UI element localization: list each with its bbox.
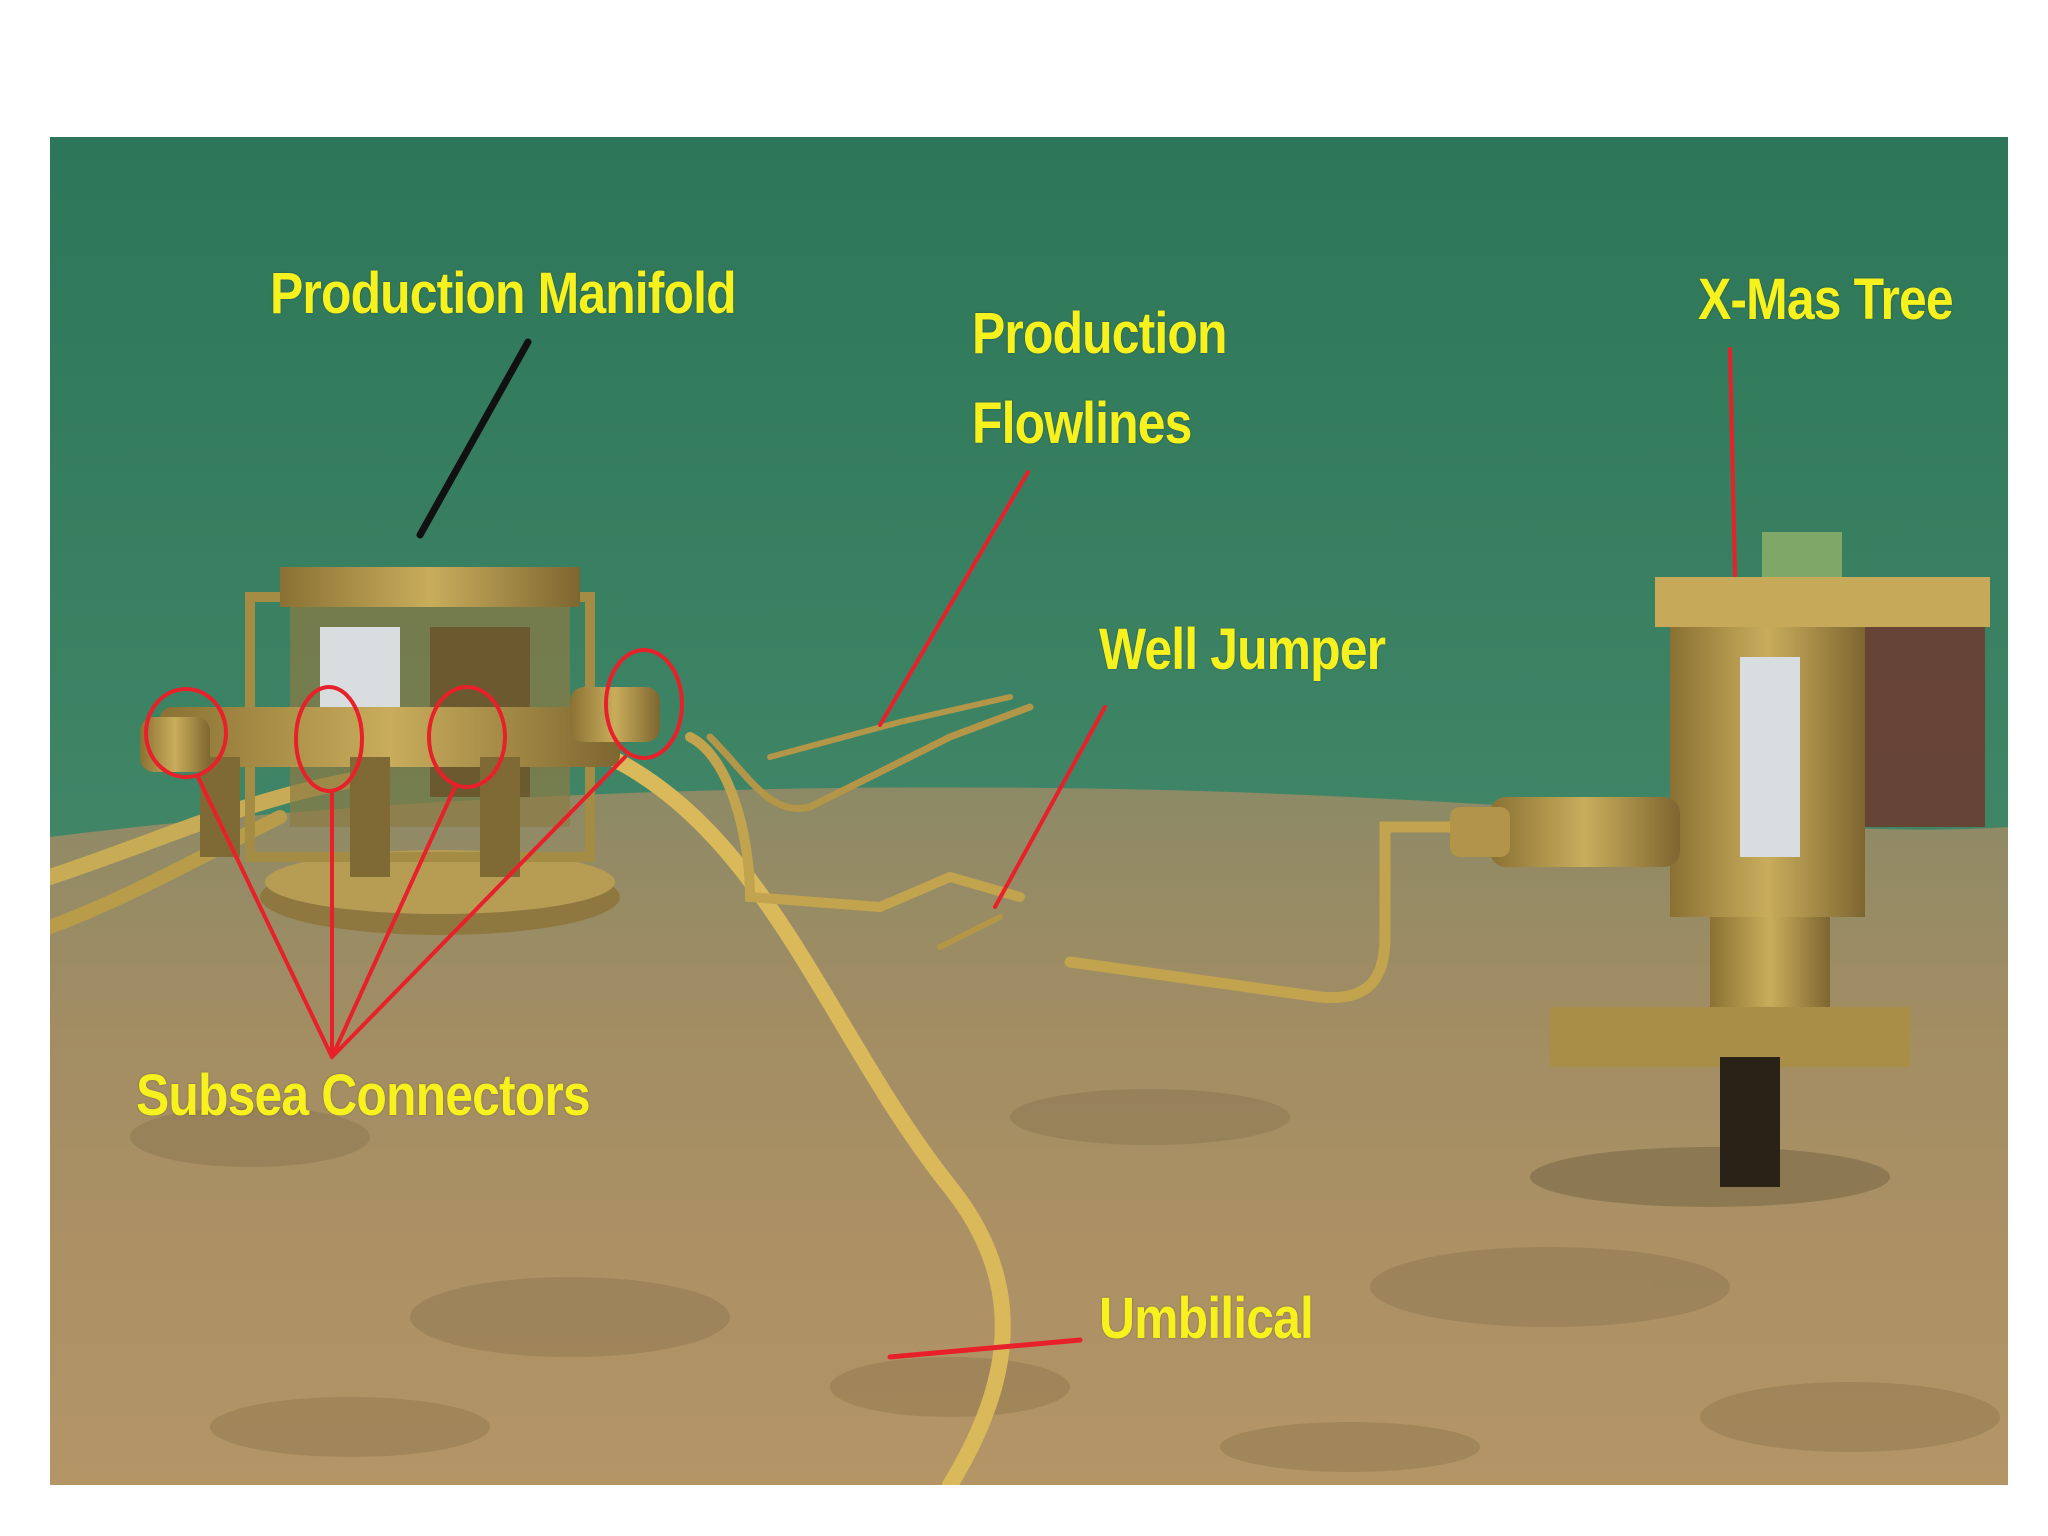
- connector-circle-1: [144, 687, 228, 779]
- seabed: [50, 787, 2008, 1485]
- umbilical-label: Umbilical: [1099, 1286, 1314, 1351]
- production-flowline-2: [767, 694, 1013, 760]
- subsea-connector-circles: [144, 648, 684, 793]
- xmas-tree-structure: [1450, 532, 1990, 1207]
- production-manifold-label: Production Manifold: [270, 261, 737, 326]
- seabed-texture: [130, 1089, 2000, 1472]
- subsea-scene: Production Manifold Production Flowlines…: [50, 137, 2008, 1485]
- tree-jumper-pipe: [1064, 821, 1456, 1004]
- well-jumper-pipe: [685, 732, 1025, 913]
- connector-circle-3: [427, 685, 507, 789]
- well-jumper-pointer: [993, 705, 1107, 909]
- production-flowlines-label-line1: Production: [972, 301, 1228, 366]
- production-flowline-1: [706, 703, 1034, 812]
- connector-circle-2: [294, 685, 364, 793]
- jumper-stub: [937, 914, 1003, 950]
- umbilical-pointer: [887, 1337, 1083, 1360]
- umbilical-cable: [602, 749, 1011, 1485]
- pointer-lines: [144, 338, 1737, 1360]
- connector-circle-4: [604, 648, 684, 760]
- xmas-tree-pointer: [1728, 347, 1737, 577]
- production-flowlines-pointer: [878, 470, 1030, 727]
- subsea-connectors-label: Subsea Connectors: [136, 1063, 591, 1128]
- manifold-structure: [140, 567, 660, 935]
- pipelines: [50, 694, 1456, 1485]
- well-jumper-label: Well Jumper: [1099, 617, 1386, 682]
- xmas-tree-label: X-Mas Tree: [1698, 267, 1954, 332]
- production-manifold-pointer: [416, 338, 532, 539]
- subsea-illustration: [50, 137, 2008, 1485]
- subsea-connector-pointers: [196, 755, 627, 1059]
- production-flowlines-label-line2: Flowlines: [972, 391, 1192, 456]
